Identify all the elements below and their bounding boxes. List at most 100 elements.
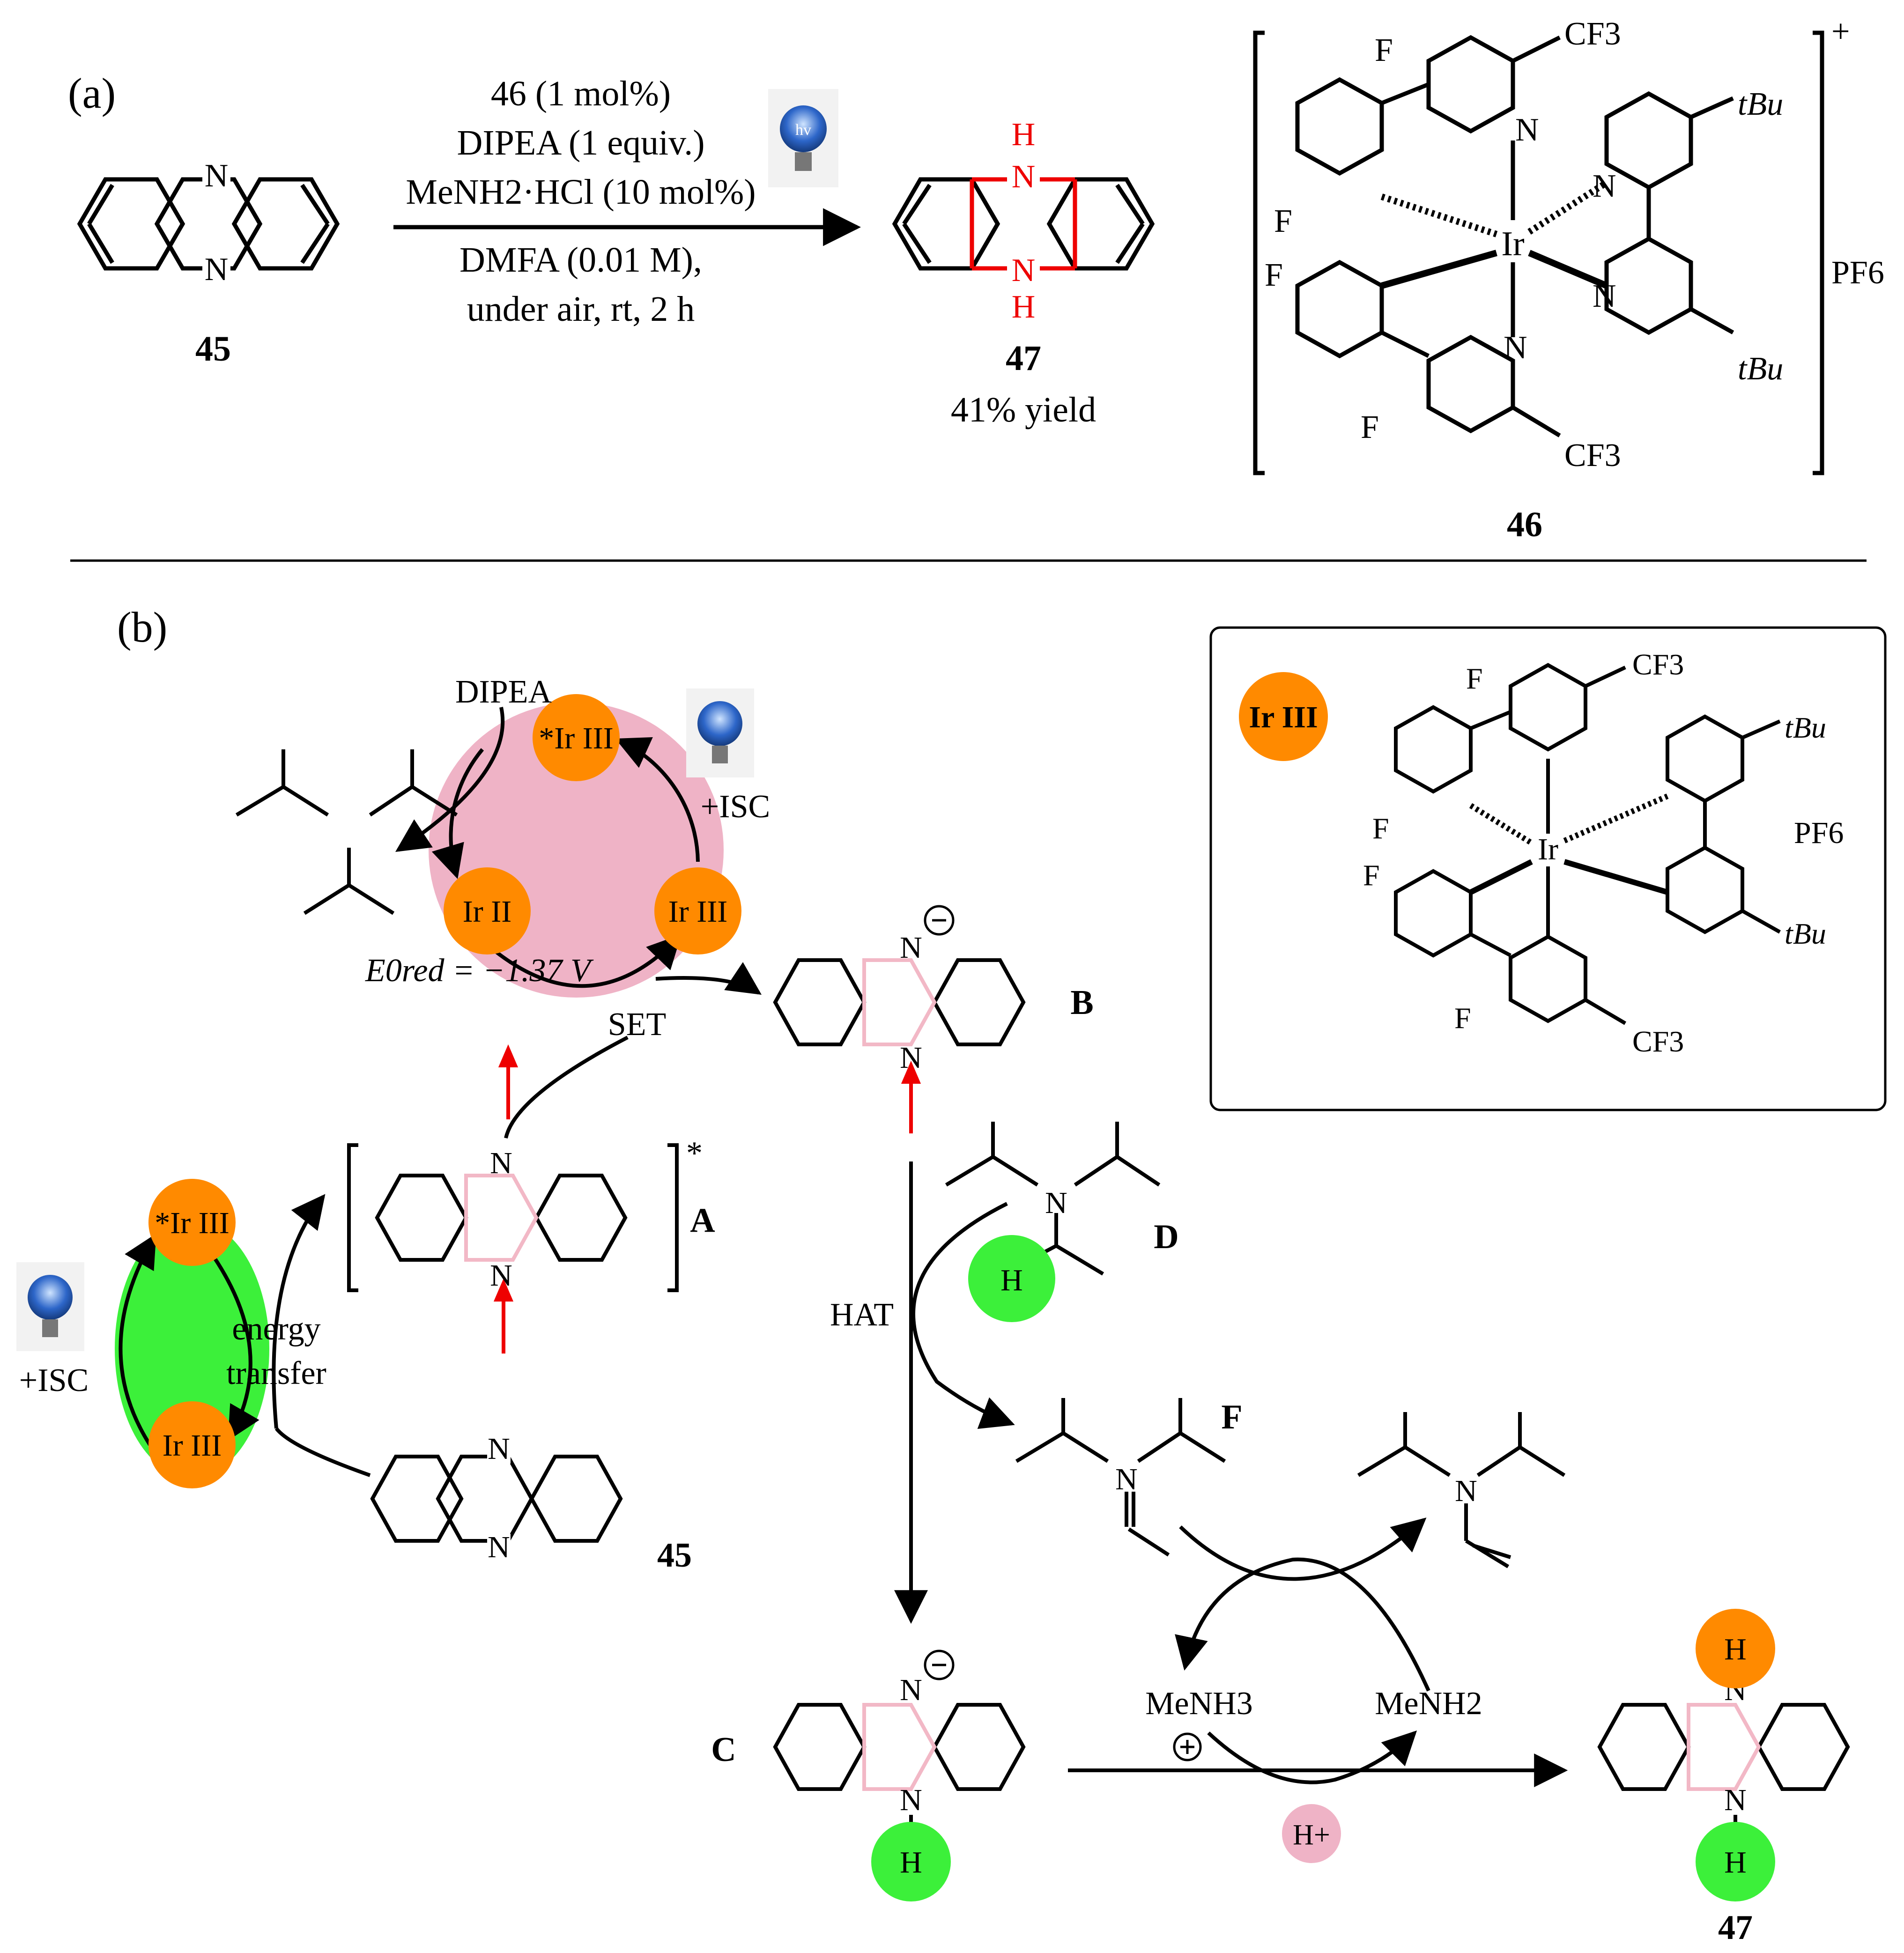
methylammonium-label: MeNH3: [1145, 1686, 1252, 1722]
light-bulb-icon: [16, 1262, 84, 1351]
energy-label: energy: [232, 1311, 320, 1347]
species-f-structure: N F: [1015, 1398, 1243, 1557]
red-electron-arrows: [493, 1044, 921, 1354]
species-b-label: B: [1070, 984, 1093, 1022]
panel-a-label: (a): [68, 69, 116, 117]
iridium-atom: Ir: [1501, 225, 1524, 263]
h-atom-label: H: [1724, 1845, 1747, 1879]
n-atom-label: N: [488, 1530, 510, 1564]
n-atom-label: N: [900, 1673, 922, 1707]
n-atom-label: N: [900, 931, 922, 965]
dihydrophenazine-47-structure: N N H H 47: [1597, 1609, 1850, 1947]
counter-ion-label: PF6: [1794, 816, 1844, 850]
condition-base: DIPEA (1 equiv.): [457, 123, 704, 163]
n-atom-label: N: [490, 1146, 512, 1180]
n-atom-label: N: [1593, 278, 1616, 314]
fluoro-label: F: [1454, 1001, 1471, 1035]
cf3-label: CF3: [1564, 16, 1621, 52]
h-atom-label: H: [900, 1845, 922, 1879]
ground-ir-iii: Ir III: [163, 1428, 222, 1463]
reduced-ir-ii: Ir II: [463, 895, 511, 929]
ground-ir-iii: Ir III: [668, 895, 727, 929]
condition-catalyst: 46 (1 mol%): [491, 74, 671, 113]
species-b-structure: N N B: [773, 905, 1094, 1075]
cf3-label: CF3: [1564, 437, 1621, 473]
tbu-label: tBu: [1738, 86, 1783, 122]
excited-ir-iii: *Ir III: [539, 721, 613, 755]
cation-charge-icon: [1173, 1732, 1202, 1761]
proton-label: H+: [1293, 1819, 1330, 1851]
h-label: H: [1012, 289, 1036, 325]
counter-ion-label: PF6: [1831, 255, 1884, 291]
species-c-structure: N N H C: [711, 1650, 1026, 1901]
fluoro-label: F: [1265, 257, 1283, 293]
dipea-radical-cation: [235, 749, 458, 915]
condition-solvent: DMFA (0.01 M),: [459, 240, 702, 280]
nh-label: N: [1012, 159, 1036, 195]
fluoro-label: F: [1375, 32, 1393, 68]
tbu-label: tBu: [1785, 917, 1826, 950]
compound-45-label: 45: [657, 1536, 692, 1575]
compound-47-label: 47: [1006, 339, 1041, 378]
n-atom-label: N: [205, 252, 229, 288]
isc-label: +ISC: [701, 789, 770, 825]
set-label: SET: [608, 1006, 666, 1043]
n-atom-label: N: [1515, 112, 1539, 148]
yield-label: 41% yield: [951, 390, 1096, 429]
anion-charge-icon: [924, 905, 955, 936]
n-atom-label: N: [1115, 1462, 1138, 1496]
excited-ir-iii: *Ir III: [155, 1206, 229, 1240]
condition-atmosphere: under air, rt, 2 h: [467, 289, 695, 329]
cf3-label: CF3: [1632, 1025, 1684, 1058]
proton-badge: [1282, 1804, 1341, 1863]
n-atom-label: N: [205, 158, 229, 194]
h-atom-label: H: [1000, 1263, 1023, 1297]
hv-text: hv: [795, 121, 811, 139]
hat-label: HAT: [830, 1297, 894, 1333]
fluoro-label: F: [1274, 203, 1292, 239]
compound-46-label: 46: [1507, 505, 1542, 544]
anion-charge-icon: [924, 1650, 955, 1680]
n-atom-label: N: [900, 1783, 922, 1817]
set-arrow: [655, 962, 762, 995]
reaction-conditions: 46 (1 mol%) DIPEA (1 equiv.) MeNH2·HCl (…: [393, 74, 861, 329]
species-f-label: F: [1221, 1398, 1242, 1436]
n-atom-label: N: [488, 1432, 510, 1466]
catalyst-46-structure: Ir F F F F N N N N CF3 CF3 tBu tBu + PF6: [1253, 14, 1884, 475]
n-atom-label: N: [1724, 1783, 1747, 1817]
n-atom-label: N: [490, 1258, 512, 1293]
cf3-label: CF3: [1632, 648, 1684, 681]
red-bonds: [970, 177, 1077, 271]
light-bulb-icon: hv: [768, 89, 838, 187]
n-atom-label: N: [1504, 330, 1527, 366]
iridium-atom: Ir: [1538, 832, 1558, 866]
dipea-label: DIPEA: [455, 674, 552, 710]
energy-transfer-cycle: *Ir III Ir III energy transfer +ISC: [19, 1179, 371, 1488]
n-atom-label: N: [1593, 168, 1616, 204]
reductive-quenching-cycle: *Ir III Ir III Ir II DIPEA +ISC E0red = …: [365, 674, 770, 1043]
fluoro-label: F: [1372, 812, 1389, 845]
complex-charge: +: [1831, 14, 1850, 50]
h-label: H: [1012, 117, 1036, 153]
compound-45-label: 45: [195, 329, 231, 369]
amine-return-arrow: [1175, 1557, 1430, 1692]
fluoro-label: F: [1363, 858, 1380, 892]
enamine-structure: N: [1357, 1412, 1566, 1568]
phenazine-45-structure: [370, 1455, 623, 1543]
catalyst-legend-box: Ir III Ir F F F F CF3 CF3: [1209, 626, 1887, 1111]
deprotonation-arrow: [1179, 1517, 1427, 1581]
species-c-label: C: [711, 1731, 736, 1769]
fluoro-label: F: [1361, 409, 1379, 445]
isc-label: +ISC: [19, 1362, 89, 1398]
tbu-label: tBu: [1738, 351, 1783, 387]
light-bulb-icon: [686, 688, 754, 777]
proton-transfer-arrow: [1207, 1730, 1417, 1784]
methylamine-label: MeNH2: [1375, 1686, 1482, 1722]
transfer-label: transfer: [226, 1355, 326, 1391]
species-d-label: D: [1154, 1218, 1178, 1256]
species-a-structure: N N * A: [347, 1135, 715, 1293]
excited-state-mark: *: [686, 1135, 703, 1171]
ir-iii-key-label: Ir III: [1249, 700, 1318, 734]
